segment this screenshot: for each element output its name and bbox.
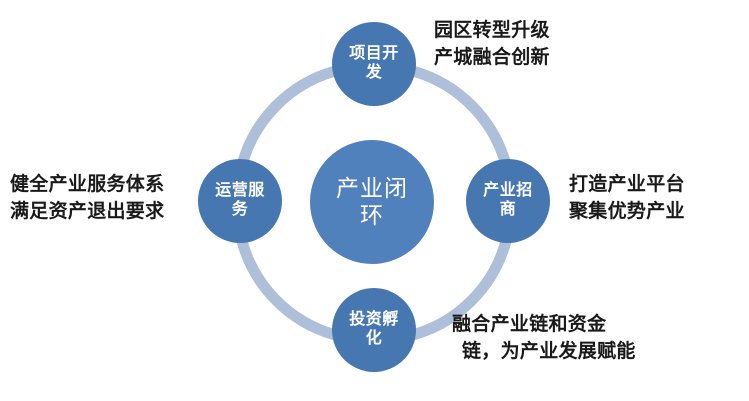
caption-right: 打造产业平台 聚集优势产业: [569, 172, 685, 226]
caption-bottom-right: 融合产业链和资金 链，为产业发展赋能: [452, 312, 636, 366]
caption-left-line2: 满足资产退出要求: [10, 200, 165, 222]
ring-arc-top-right: [411, 65, 512, 169]
caption-right-line1: 打造产业平台: [569, 174, 685, 195]
node-right-label: 产业招商: [483, 182, 533, 218]
caption-bottom-right-line1: 融合产业链和资金: [452, 314, 607, 335]
node-top-label: 项目开发: [349, 45, 399, 81]
ring-arc-bottom-right: [411, 237, 512, 341]
caption-top-right-line1: 园区转型升级: [434, 20, 550, 41]
caption-right-line2: 聚集优势产业: [569, 200, 685, 222]
center-node-label: 产业闭环: [336, 174, 408, 228]
node-left-label: 运营服务: [215, 182, 265, 218]
caption-top-right: 园区转型升级 产城融合创新: [434, 18, 550, 72]
node-bottom-label: 投资孵化: [349, 311, 399, 347]
ring-arc-bottom-left: [236, 237, 337, 341]
node-investment-incubation[interactable]: 投资孵化: [332, 288, 416, 372]
caption-top-right-line2: 产城融合创新: [434, 46, 550, 68]
node-project-development[interactable]: 项目开发: [332, 22, 416, 106]
node-industry-investment-attraction[interactable]: 产业招商: [466, 159, 550, 243]
caption-left: 健全产业服务体系 满足资产退出要求: [10, 172, 164, 226]
center-node-industry-closed-loop[interactable]: 产业闭环: [310, 140, 434, 264]
ring-arc-top-left: [236, 65, 337, 169]
caption-left-line1: 健全产业服务体系: [10, 174, 165, 195]
caption-bottom-right-line2: 链，为产业发展赋能: [462, 340, 636, 362]
node-operation-service[interactable]: 运营服务: [198, 159, 282, 243]
